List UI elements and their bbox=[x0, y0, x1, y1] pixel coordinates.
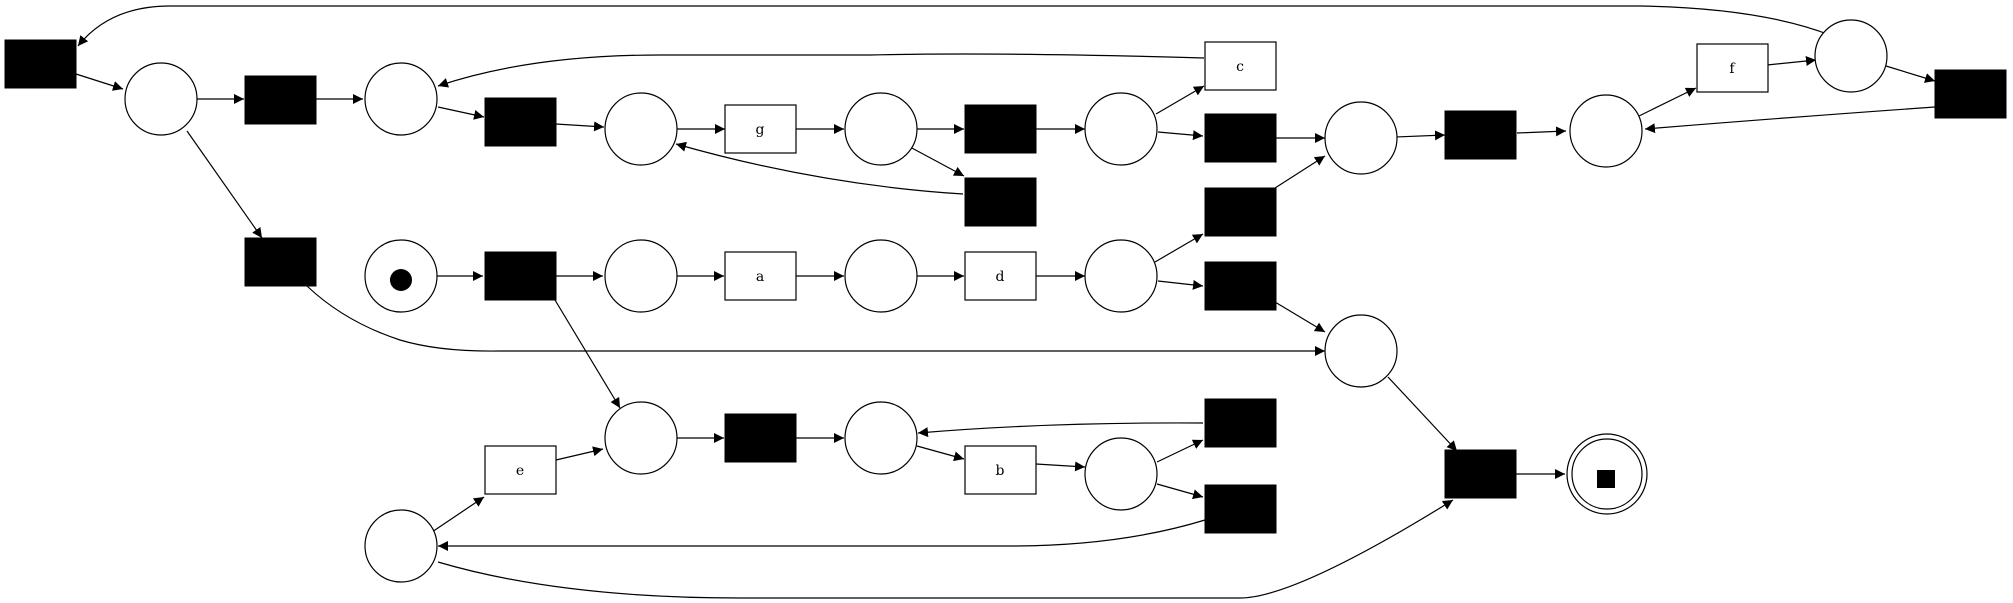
arc bbox=[1387, 376, 1458, 452]
arc bbox=[1638, 87, 1697, 117]
places bbox=[124, 19, 1888, 583]
arc bbox=[1035, 461, 1086, 472]
place bbox=[364, 509, 438, 583]
transition-box-g bbox=[724, 104, 797, 154]
transition-silent bbox=[964, 104, 1037, 154]
place bbox=[844, 92, 918, 166]
arc bbox=[438, 519, 1206, 551]
transition-box-d bbox=[964, 251, 1037, 301]
arc bbox=[186, 130, 263, 239]
place bbox=[1569, 94, 1643, 168]
arc bbox=[431, 496, 485, 533]
transition-silent bbox=[1934, 69, 2007, 119]
arc bbox=[675, 141, 964, 195]
token bbox=[390, 269, 412, 291]
transition-silent bbox=[1204, 484, 1277, 534]
arc bbox=[1157, 130, 1204, 141]
labeled-transitions: a d g c f e b bbox=[484, 41, 1769, 495]
arc bbox=[909, 146, 965, 177]
transition-label-c: c bbox=[1236, 59, 1244, 75]
transition-silent bbox=[1444, 110, 1517, 160]
transition-silent bbox=[1204, 187, 1277, 237]
arcs bbox=[75, 5, 1936, 599]
arc bbox=[437, 53, 1205, 88]
arc bbox=[1766, 56, 1817, 66]
place bbox=[1814, 19, 1888, 93]
arc bbox=[1274, 301, 1326, 333]
transition-box-f bbox=[1696, 43, 1769, 93]
transition-silent bbox=[1204, 261, 1277, 311]
arc bbox=[77, 5, 1831, 47]
arc bbox=[554, 299, 621, 409]
transition-silent bbox=[1204, 398, 1277, 448]
arc bbox=[555, 121, 605, 132]
transition-box-b bbox=[964, 445, 1037, 495]
arc bbox=[306, 285, 1325, 356]
place bbox=[844, 401, 918, 475]
arc bbox=[1154, 233, 1204, 263]
arc bbox=[1644, 106, 1936, 134]
arc bbox=[1274, 155, 1326, 189]
place bbox=[604, 239, 678, 313]
arc bbox=[917, 422, 1204, 438]
silent-transitions bbox=[4, 39, 2007, 534]
place bbox=[1324, 314, 1398, 388]
place bbox=[604, 92, 678, 166]
arc bbox=[1156, 483, 1204, 500]
transition-label-e: e bbox=[516, 463, 524, 479]
transition-silent bbox=[484, 251, 557, 301]
transition-silent bbox=[4, 39, 77, 89]
arc bbox=[1395, 130, 1446, 141]
transition-silent bbox=[244, 75, 317, 125]
arc bbox=[555, 446, 604, 461]
arc bbox=[437, 499, 1454, 599]
place bbox=[604, 401, 678, 475]
transition-silent bbox=[244, 237, 317, 287]
transition-silent bbox=[964, 177, 1037, 227]
transition-label-g: g bbox=[756, 122, 765, 138]
arc bbox=[1155, 85, 1205, 115]
arc bbox=[437, 106, 485, 120]
arc bbox=[916, 445, 965, 462]
transition-silent bbox=[484, 97, 557, 147]
sink-marker bbox=[1597, 470, 1615, 488]
transition-box-c bbox=[1204, 41, 1277, 91]
place bbox=[1084, 437, 1158, 511]
place bbox=[124, 62, 198, 136]
arc bbox=[1157, 279, 1204, 290]
transition-silent bbox=[1204, 113, 1277, 163]
transition-silent bbox=[1444, 449, 1517, 499]
arc bbox=[1885, 65, 1936, 83]
place bbox=[1084, 239, 1158, 313]
transition-label-f: f bbox=[1729, 61, 1736, 77]
arc bbox=[1156, 439, 1204, 463]
place bbox=[364, 62, 438, 136]
transition-box-a bbox=[724, 251, 797, 301]
place bbox=[1084, 92, 1158, 166]
transition-label-d: d bbox=[996, 269, 1005, 285]
place bbox=[844, 239, 918, 313]
transition-label-b: b bbox=[996, 463, 1005, 479]
arc bbox=[1516, 126, 1567, 137]
transition-box-e bbox=[484, 445, 557, 495]
transition-silent bbox=[724, 413, 797, 463]
arc bbox=[75, 73, 124, 91]
place bbox=[1324, 101, 1398, 175]
transition-label-a: a bbox=[756, 269, 764, 285]
